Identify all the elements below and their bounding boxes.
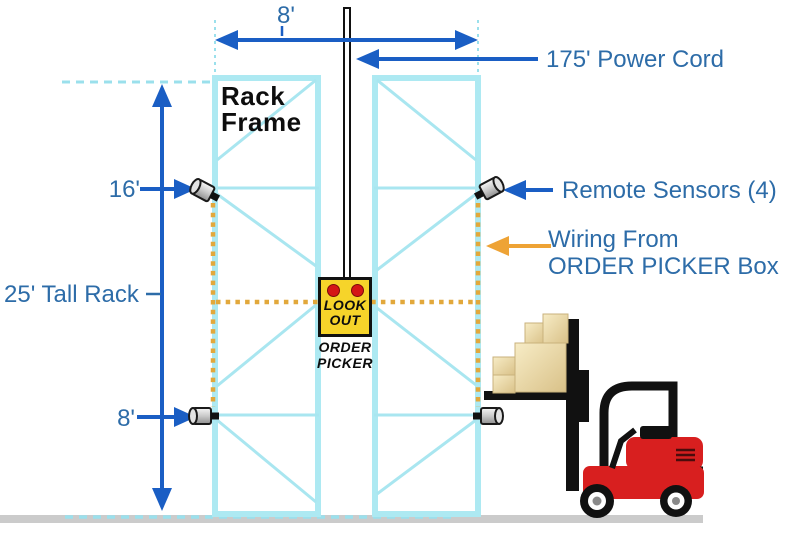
left-rack-frame [212,75,321,517]
lower-sensor-height-label: 8' [117,405,135,432]
power-cord-pointer [356,49,538,69]
forklift-icon [484,313,704,518]
remote-sensors-pointer [503,180,553,200]
pallet-boxes-icon [492,313,569,394]
power-cord-label: 175' Power Cord [546,46,725,73]
warning-box-lights [321,284,369,297]
wiring-pointer [486,236,551,256]
rack-height-label: 25' Tall Rack [4,281,139,308]
rack-frame-label: Rack Frame [221,81,302,137]
ground [0,515,703,523]
look-out-text: LOOK OUT [323,297,367,328]
order-picker-caption: ORDER PICKER [317,339,373,371]
remote-sensor-icon-top-right [473,176,505,201]
dimension-aisle-width-arrow [215,26,478,50]
red-indicator-icon [350,284,364,297]
red-indicator-icon [326,284,340,297]
remote-sensor-icon-bottom-left [188,407,219,425]
power-cord-pole [343,7,351,279]
dimension-16ft-pointer [140,179,196,199]
order-picker-warning-box: LOOK OUT [318,277,372,337]
remote-sensors-label: Remote Sensors (4) [562,177,777,204]
dimension-8ft-pointer [137,407,196,427]
upper-sensor-height-label: 16' [108,176,140,203]
wiring-label: Wiring From ORDER PICKER Box [548,226,779,280]
remote-sensor-icon-bottom-right [473,407,504,425]
remote-sensor-icon-top-left [189,178,221,203]
right-rack-frame [372,75,481,517]
dimension-rack-height-arrow [146,84,172,511]
aisle-width-label: 8' [277,2,295,29]
